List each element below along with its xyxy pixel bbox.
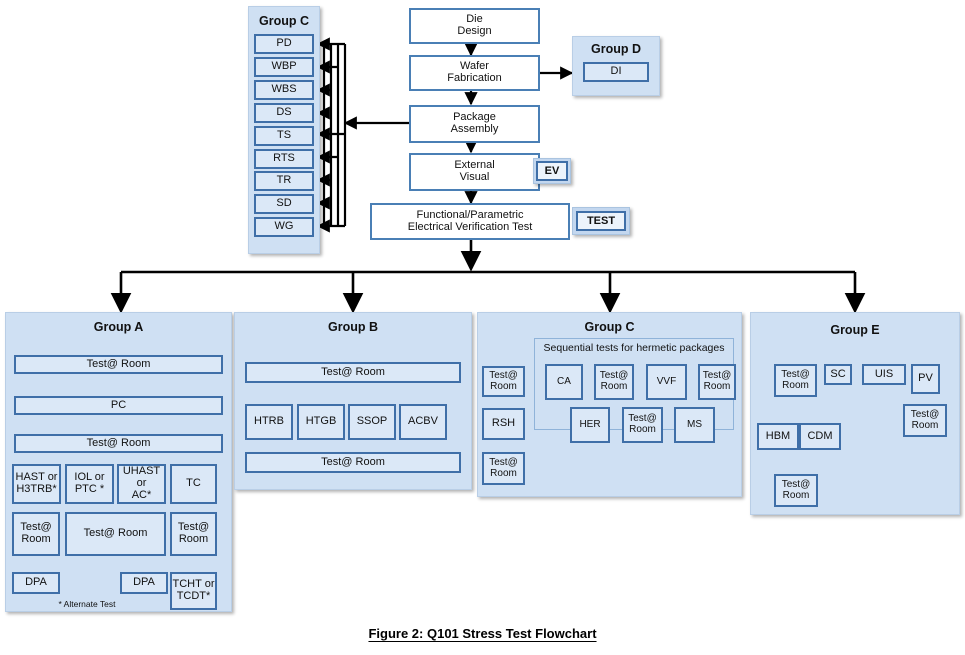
group-c-item-ts[interactable]: TS bbox=[254, 126, 314, 146]
group-e-title: Group E bbox=[830, 323, 880, 337]
group-a-alternate-test-note: * Alternate Test bbox=[58, 599, 116, 609]
group-b-stress-htgb[interactable]: HTGB bbox=[297, 404, 345, 440]
group-a-pc[interactable]: PC bbox=[14, 396, 223, 415]
group-e-test-room-top[interactable]: Test@ Room bbox=[774, 364, 817, 397]
group-a-test-room-left[interactable]: Test@ Room bbox=[12, 512, 60, 556]
group-c-seq-her[interactable]: HER bbox=[570, 407, 610, 443]
group-c-item-wbs[interactable]: WBS bbox=[254, 80, 314, 100]
group-c-item-sd[interactable]: SD bbox=[254, 194, 314, 214]
group-b-test-room-top[interactable]: Test@ Room bbox=[245, 362, 461, 383]
ev-badge[interactable]: EV bbox=[533, 158, 571, 184]
group-c-sequential-subzone-title: Sequential tests for hermetic packages bbox=[543, 342, 725, 354]
group-e-uis[interactable]: UIS bbox=[862, 364, 906, 385]
group-c-seq-ca[interactable]: CA bbox=[545, 364, 583, 400]
group-b-title: Group B bbox=[328, 320, 378, 334]
package-assembly-box[interactable]: Package Assembly bbox=[409, 105, 540, 143]
group-d-item-di[interactable]: DI bbox=[583, 62, 649, 82]
ev-badge-label: EV bbox=[536, 161, 568, 181]
group-c-seq-ms[interactable]: MS bbox=[674, 407, 715, 443]
group-a-stress-hast[interactable]: HAST or H3TRB* bbox=[12, 464, 61, 504]
group-b-stress-acbv[interactable]: ACBV bbox=[399, 404, 447, 440]
group-e-hbm[interactable]: HBM bbox=[757, 423, 799, 450]
group-a-test-room-1[interactable]: Test@ Room bbox=[14, 355, 223, 374]
group-c-test-room-out[interactable]: Test@ Room bbox=[482, 452, 525, 485]
group-a-dpa-mid[interactable]: DPA bbox=[120, 572, 168, 594]
figure-caption-text: Figure 2: Q101 Stress Test Flowchart bbox=[368, 626, 597, 641]
group-a-stress-tc[interactable]: TC bbox=[170, 464, 217, 504]
group-c-test-room-in[interactable]: Test@ Room bbox=[482, 366, 525, 397]
group-c-item-pd[interactable]: PD bbox=[254, 34, 314, 54]
figure-caption: Figure 2: Q101 Stress Test Flowchart bbox=[0, 626, 965, 641]
group-c-seq-vvf[interactable]: VVF bbox=[646, 364, 687, 400]
wafer-fabrication-box[interactable]: Wafer Fabrication bbox=[409, 55, 540, 91]
group-a-test-room-2[interactable]: Test@ Room bbox=[14, 434, 223, 453]
group-a-stress-uhast[interactable]: UHAST or AC* bbox=[117, 464, 166, 504]
group-d-title: Group D bbox=[591, 42, 641, 56]
group-c-item-ds[interactable]: DS bbox=[254, 103, 314, 123]
group-e-pv[interactable]: PV bbox=[911, 364, 940, 394]
group-b-test-room-bottom[interactable]: Test@ Room bbox=[245, 452, 461, 473]
group-e-test-room-pv[interactable]: Test@ Room bbox=[903, 404, 947, 437]
test-badge[interactable]: TEST bbox=[572, 207, 630, 235]
group-a-test-room-mid[interactable]: Test@ Room bbox=[65, 512, 166, 556]
group-c-seq-test-room-3[interactable]: Test@ Room bbox=[622, 407, 663, 443]
group-a-dpa-left[interactable]: DPA bbox=[12, 572, 60, 594]
group-c-rsh[interactable]: RSH bbox=[482, 408, 525, 440]
group-a-title: Group A bbox=[93, 320, 144, 334]
group-b-stress-htrb[interactable]: HTRB bbox=[245, 404, 293, 440]
die-design-box[interactable]: Die Design bbox=[409, 8, 540, 44]
group-c-seq-test-room-2[interactable]: Test@ Room bbox=[698, 364, 736, 400]
group-e-sc[interactable]: SC bbox=[824, 364, 852, 385]
group-a-stress-iol[interactable]: IOL or PTC * bbox=[65, 464, 114, 504]
functional-test-box[interactable]: Functional/Parametric Electrical Verific… bbox=[370, 203, 570, 240]
group-c-item-wg[interactable]: WG bbox=[254, 217, 314, 237]
group-c-item-wbp[interactable]: WBP bbox=[254, 57, 314, 77]
group-e-test-room-bottom[interactable]: Test@ Room bbox=[774, 474, 818, 507]
test-badge-label: TEST bbox=[576, 211, 626, 231]
group-b-stress-ssop[interactable]: SSOP bbox=[348, 404, 396, 440]
group-c-item-tr[interactable]: TR bbox=[254, 171, 314, 191]
external-visual-box[interactable]: External Visual bbox=[409, 153, 540, 191]
group-a-tcht[interactable]: TCHT or TCDT* bbox=[170, 572, 217, 610]
group-c-item-rts[interactable]: RTS bbox=[254, 149, 314, 169]
group-a-test-room-right[interactable]: Test@ Room bbox=[170, 512, 217, 556]
group-c-top-title: Group C bbox=[259, 14, 309, 28]
group-e-cdm[interactable]: CDM bbox=[799, 423, 841, 450]
group-c-bottom-title: Group C bbox=[584, 320, 635, 334]
group-c-seq-test-room-1[interactable]: Test@ Room bbox=[594, 364, 634, 400]
